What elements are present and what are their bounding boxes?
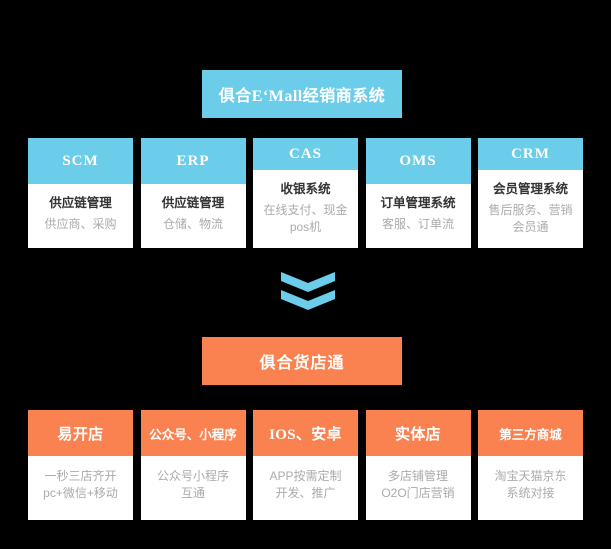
card-yikaidian-desc-line-2: pc+微信+移动: [43, 486, 118, 500]
card-shitidian-desc: 多店铺管理 O2O门店营销: [381, 468, 454, 502]
card-shitidian[interactable]: 实体店 多店铺管理 O2O门店营销: [365, 410, 471, 520]
card-disanfang-desc-line-2: 系统对接: [506, 486, 555, 500]
bottom-card-row: 易开店 一秒三店齐开 pc+微信+移动 公众号、小程序 公众号小程序 互通 IO…: [28, 410, 583, 520]
card-crm-head: CRM: [478, 138, 583, 170]
card-gongzhonghao[interactable]: 公众号、小程序 公众号小程序 互通: [140, 410, 246, 520]
mid-banner: 俱合货店通: [202, 337, 402, 385]
card-erp-desc: 仓储、物流: [163, 216, 223, 233]
card-crm-desc-line-2: 会员通: [512, 220, 549, 234]
card-ios-android-body: APP按需定制 开发、推广: [253, 456, 358, 520]
card-scm[interactable]: SCM 供应链管理 供应商、采购: [28, 138, 133, 248]
card-gongzhonghao-body: 公众号小程序 互通: [140, 456, 246, 520]
card-oms-head: OMS: [365, 138, 471, 184]
card-crm-body: 会员管理系统 售后服务、营销 会员通: [478, 170, 583, 248]
card-erp[interactable]: ERP 供应链管理 仓储、物流: [140, 138, 246, 248]
card-yikaidian[interactable]: 易开店 一秒三店齐开 pc+微信+移动: [28, 410, 133, 520]
card-scm-head: SCM: [28, 138, 133, 184]
card-crm-title: 会员管理系统: [492, 182, 568, 196]
card-cas-desc-line-1: 在线支付、现金: [263, 203, 348, 217]
card-erp-body: 供应链管理 仓储、物流: [140, 184, 246, 248]
card-oms-desc: 客服、订单流: [382, 216, 454, 233]
card-scm-body: 供应链管理 供应商、采购: [28, 184, 133, 248]
top-card-row: SCM 供应链管理 供应商、采购 ERP 供应链管理 仓储、物流 CAS 收银系…: [28, 138, 583, 248]
card-ios-android-desc-line-2: 开发、推广: [275, 486, 336, 500]
card-cas-desc: 在线支付、现金 pos机: [263, 202, 347, 236]
card-crm-desc-line-1: 售后服务、营销: [488, 203, 573, 217]
mid-banner-label: 俱合货店通: [259, 355, 345, 372]
card-erp-head: ERP: [140, 138, 246, 184]
card-yikaidian-desc: 一秒三店齐开 pc+微信+移动: [43, 468, 118, 502]
card-oms-body: 订单管理系统 客服、订单流: [365, 184, 471, 248]
card-oms-title: 订单管理系统: [380, 196, 456, 210]
card-cas-body: 收银系统 在线支付、现金 pos机: [253, 170, 358, 248]
top-banner-label: 俱合E‘Mall经销商系统: [218, 88, 386, 105]
card-disanfang-desc: 淘宝天猫京东 系统对接: [494, 468, 566, 502]
card-gongzhonghao-desc-line-2: 互通: [180, 486, 205, 500]
card-shitidian-desc-line-1: 多店铺管理: [387, 469, 448, 483]
card-disanfang-head: 第三方商城: [478, 410, 583, 456]
card-cas[interactable]: CAS 收银系统 在线支付、现金 pos机: [253, 138, 358, 248]
card-oms[interactable]: OMS 订单管理系统 客服、订单流: [365, 138, 471, 248]
card-erp-title: 供应链管理: [161, 196, 225, 210]
card-scm-desc: 供应商、采购: [44, 216, 116, 233]
card-shitidian-body: 多店铺管理 O2O门店营销: [365, 456, 471, 520]
card-yikaidian-desc-line-1: 一秒三店齐开: [44, 469, 117, 483]
card-ios-android-head: IOS、安卓: [253, 410, 358, 456]
card-ios-android-desc: APP按需定制 开发、推广: [269, 468, 341, 502]
card-gongzhonghao-desc-line-1: 公众号小程序: [156, 469, 229, 483]
double-chevron-down-icon: [281, 272, 335, 312]
card-erp-desc-line-1: 仓储、物流: [162, 217, 223, 231]
card-cas-title: 收银系统: [280, 182, 331, 196]
card-crm[interactable]: CRM 会员管理系统 售后服务、营销 会员通: [478, 138, 583, 248]
card-yikaidian-body: 一秒三店齐开 pc+微信+移动: [28, 456, 133, 520]
card-cas-desc-line-2: pos机: [289, 220, 322, 234]
card-disanfang-body: 淘宝天猫京东 系统对接: [478, 456, 583, 520]
card-ios-android[interactable]: IOS、安卓 APP按需定制 开发、推广: [253, 410, 358, 520]
card-oms-desc-line-1: 客服、订单流: [381, 217, 454, 231]
card-scm-desc-line-1: 供应商、采购: [44, 217, 117, 231]
card-disanfang[interactable]: 第三方商城 淘宝天猫京东 系统对接: [478, 410, 583, 520]
card-yikaidian-head: 易开店: [28, 410, 133, 456]
card-cas-head: CAS: [253, 138, 358, 170]
top-banner: 俱合E‘Mall经销商系统: [202, 70, 402, 118]
card-disanfang-desc-line-1: 淘宝天猫京东: [494, 469, 567, 483]
card-shitidian-desc-line-2: O2O门店营销: [381, 486, 455, 500]
card-gongzhonghao-desc: 公众号小程序 互通: [157, 468, 229, 502]
card-scm-title: 供应链管理: [49, 196, 112, 210]
card-crm-desc: 售后服务、营销 会员通: [488, 202, 572, 236]
card-ios-android-desc-line-1: APP按需定制: [269, 469, 342, 483]
card-gongzhonghao-head: 公众号、小程序: [140, 410, 246, 456]
card-shitidian-head: 实体店: [365, 410, 471, 456]
